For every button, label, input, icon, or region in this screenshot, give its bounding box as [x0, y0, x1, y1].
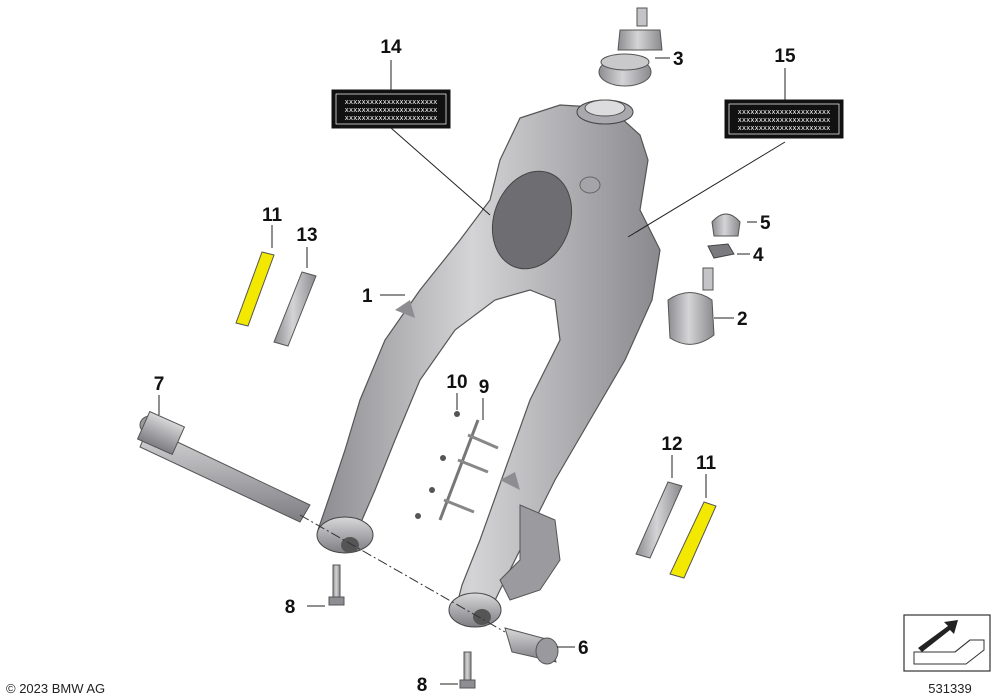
bracket-screws	[415, 411, 499, 521]
nut	[707, 243, 735, 259]
leader-lines	[158, 57, 786, 685]
label-15-line-3: xxxxxxxxxxxxxxxxxxxxxx	[738, 124, 831, 132]
label-14-line-2: xxxxxxxxxxxxxxxxxxxxxx	[345, 106, 438, 114]
label-14-line-1: xxxxxxxxxxxxxxxxxxxxxx	[345, 98, 438, 106]
callout-9: 9	[479, 377, 490, 398]
strip-yellow-right	[669, 501, 717, 579]
diagram-number: 531339	[928, 681, 971, 696]
label-plate-15: xxxxxxxxxxxxxxxxxxxxxx xxxxxxxxxxxxxxxxx…	[724, 99, 844, 139]
ball-joint-top	[598, 7, 663, 87]
callout-7: 7	[154, 374, 165, 395]
callout-1: 1	[362, 286, 373, 307]
axis-line	[299, 514, 506, 633]
callout-11-right: 11	[696, 453, 717, 474]
ball-joint-lower	[667, 267, 715, 345]
orientation-icon	[903, 614, 991, 672]
callout-4: 4	[753, 245, 764, 266]
callout-11-left: 11	[262, 205, 283, 226]
bolt-upper	[328, 564, 345, 606]
label-14-line-3: xxxxxxxxxxxxxxxxxxxxxx	[345, 114, 438, 122]
callout-10: 10	[446, 372, 467, 393]
strip-grey-left	[273, 271, 317, 347]
cap	[711, 213, 741, 237]
sleeve	[504, 627, 559, 665]
callout-14: 14	[380, 37, 402, 58]
strip-grey-right	[635, 481, 683, 559]
strip-yellow-left	[235, 251, 275, 327]
label-15-line-2: xxxxxxxxxxxxxxxxxxxxxx	[738, 116, 831, 124]
fork-lower-part	[316, 99, 661, 628]
label-15-line-1: xxxxxxxxxxxxxxxxxxxxxx	[738, 108, 831, 116]
axle	[136, 410, 311, 523]
callout-2: 2	[737, 309, 748, 330]
copyright-text: © 2023 BMW AG	[6, 681, 105, 696]
callout-15: 15	[774, 46, 796, 67]
label-plate-14: xxxxxxxxxxxxxxxxxxxxxx xxxxxxxxxxxxxxxxx…	[331, 89, 451, 129]
bolt-lower	[459, 651, 476, 689]
callout-5: 5	[760, 213, 771, 234]
callout-6: 6	[578, 638, 589, 659]
callout-8-upper: 8	[285, 597, 296, 618]
callout-8-lower: 8	[417, 675, 428, 696]
callout-3: 3	[673, 49, 684, 70]
callout-12: 12	[661, 434, 682, 455]
callout-13: 13	[296, 225, 317, 246]
